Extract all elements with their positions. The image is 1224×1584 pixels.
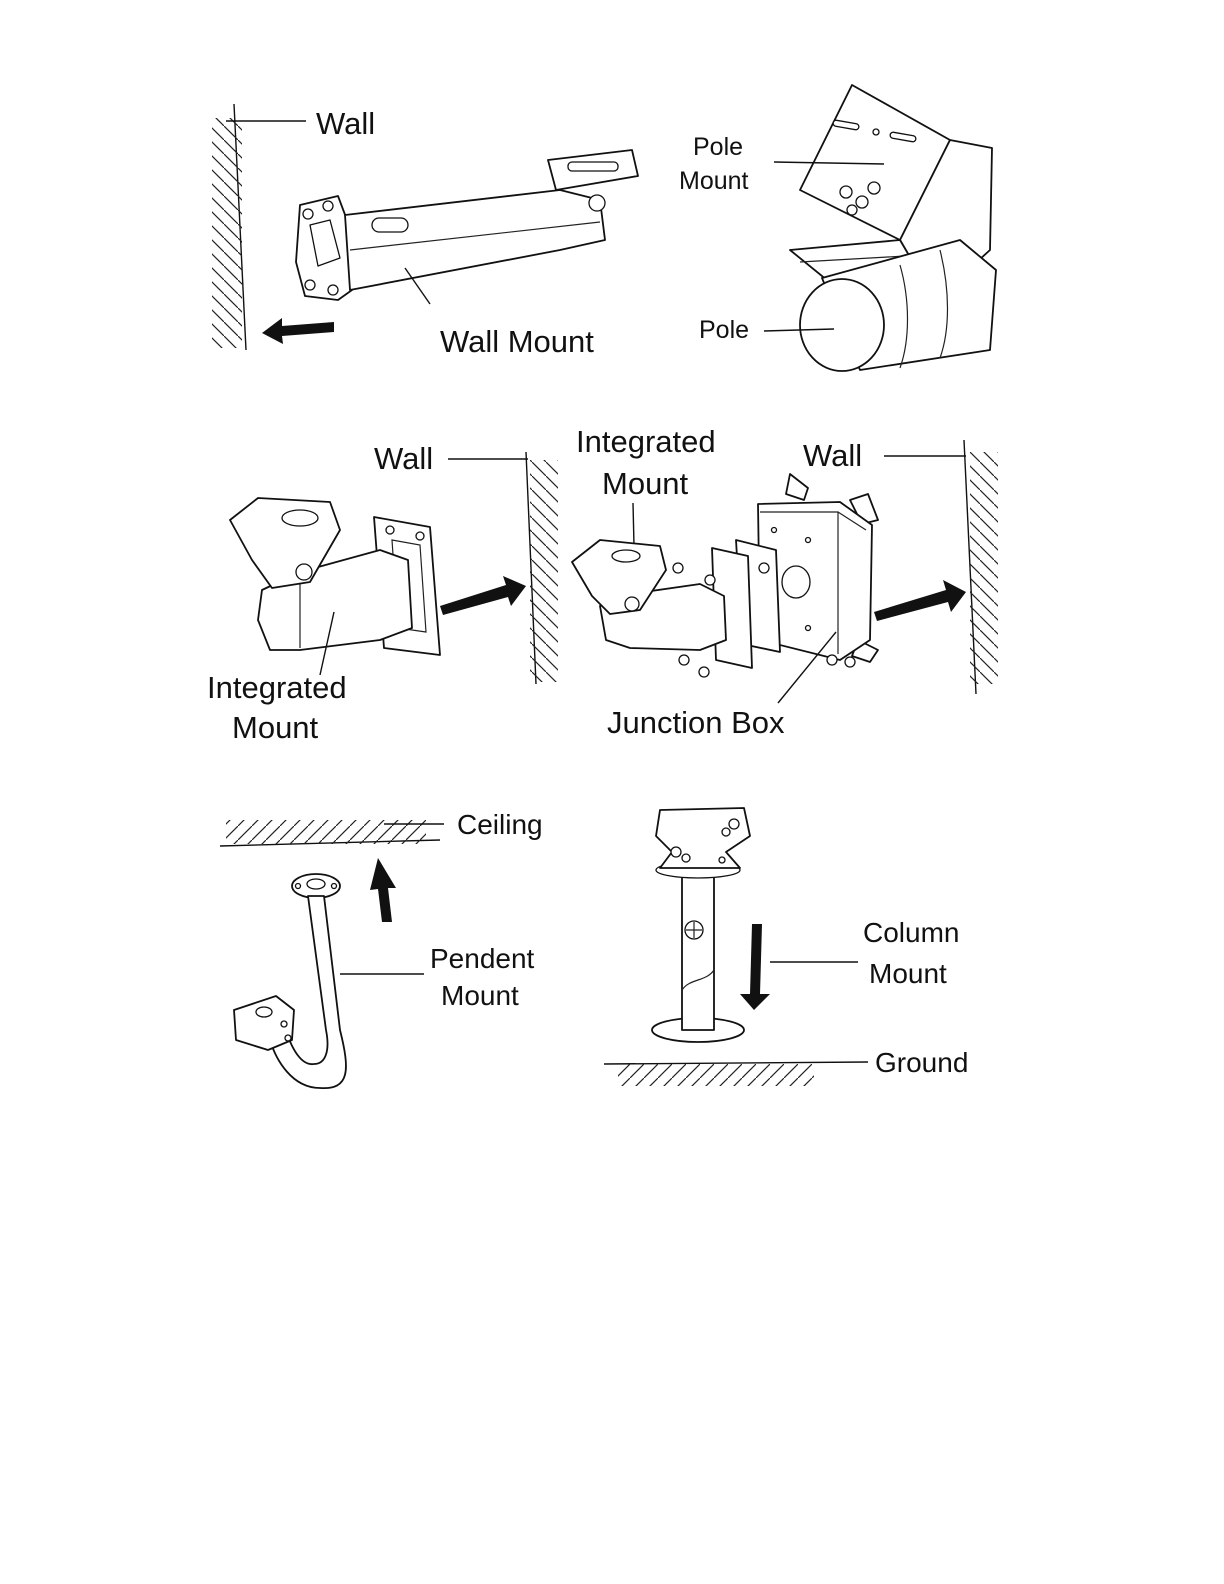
integrated-mount-label-line2: Mount	[232, 710, 319, 745]
arrow-right-icon	[440, 576, 526, 615]
integrated-mount-bracket	[230, 498, 440, 655]
pendent-mount-label-line2: Mount	[441, 980, 519, 1011]
panel-pendent-mount: Ceiling Pendent Mount	[220, 809, 543, 1088]
column-mount-post	[652, 808, 750, 1042]
ceiling-label: Ceiling	[457, 809, 543, 840]
wall-surface	[526, 452, 558, 684]
panel-pole-mount: Pole Mount Pole	[679, 85, 996, 371]
arrow-up-icon	[370, 858, 396, 922]
column-mount-label-line2: Mount	[869, 958, 947, 989]
arrow-down-icon	[740, 924, 770, 1010]
pendent-mount-arm	[234, 874, 346, 1088]
wall-label: Wall	[803, 438, 862, 473]
pole-mount-label-line1: Pole	[693, 133, 743, 161]
column-mount-label-line1: Column	[863, 917, 959, 948]
wall-label: Wall	[374, 441, 433, 476]
ground-surface	[604, 1062, 868, 1086]
integrated-mount-label-line1: Integrated	[576, 424, 716, 459]
integrated-mount-label-line2: Mount	[602, 466, 689, 501]
arrow-right-icon	[874, 580, 966, 621]
integrated-mount-leader-line	[633, 503, 634, 546]
wall-surface	[212, 104, 246, 350]
panel-wall-mount: Wall Wall Mount	[212, 104, 638, 359]
wall-surface	[964, 440, 998, 694]
pole-label: Pole	[699, 316, 749, 344]
pendent-mount-label-line1: Pendent	[430, 943, 535, 974]
ground-label: Ground	[875, 1047, 968, 1078]
panel-column-mount: Column Mount Ground	[604, 808, 968, 1086]
junction-integrated-mount-bracket	[572, 540, 780, 677]
wall-label: Wall	[316, 106, 375, 141]
integrated-mount-label-line1: Integrated	[207, 670, 347, 705]
wall-mount-label: Wall Mount	[440, 324, 594, 359]
junction-box-label: Junction Box	[607, 705, 785, 740]
pole-mount-label-line2: Mount	[679, 167, 749, 195]
panel-junction-box: Integrated Mount Wall	[572, 424, 998, 740]
wall-mount-bracket	[296, 150, 638, 300]
panel-integrated-mount: Wall Integrated Mount	[207, 441, 558, 745]
arrow-left-icon	[262, 318, 334, 344]
